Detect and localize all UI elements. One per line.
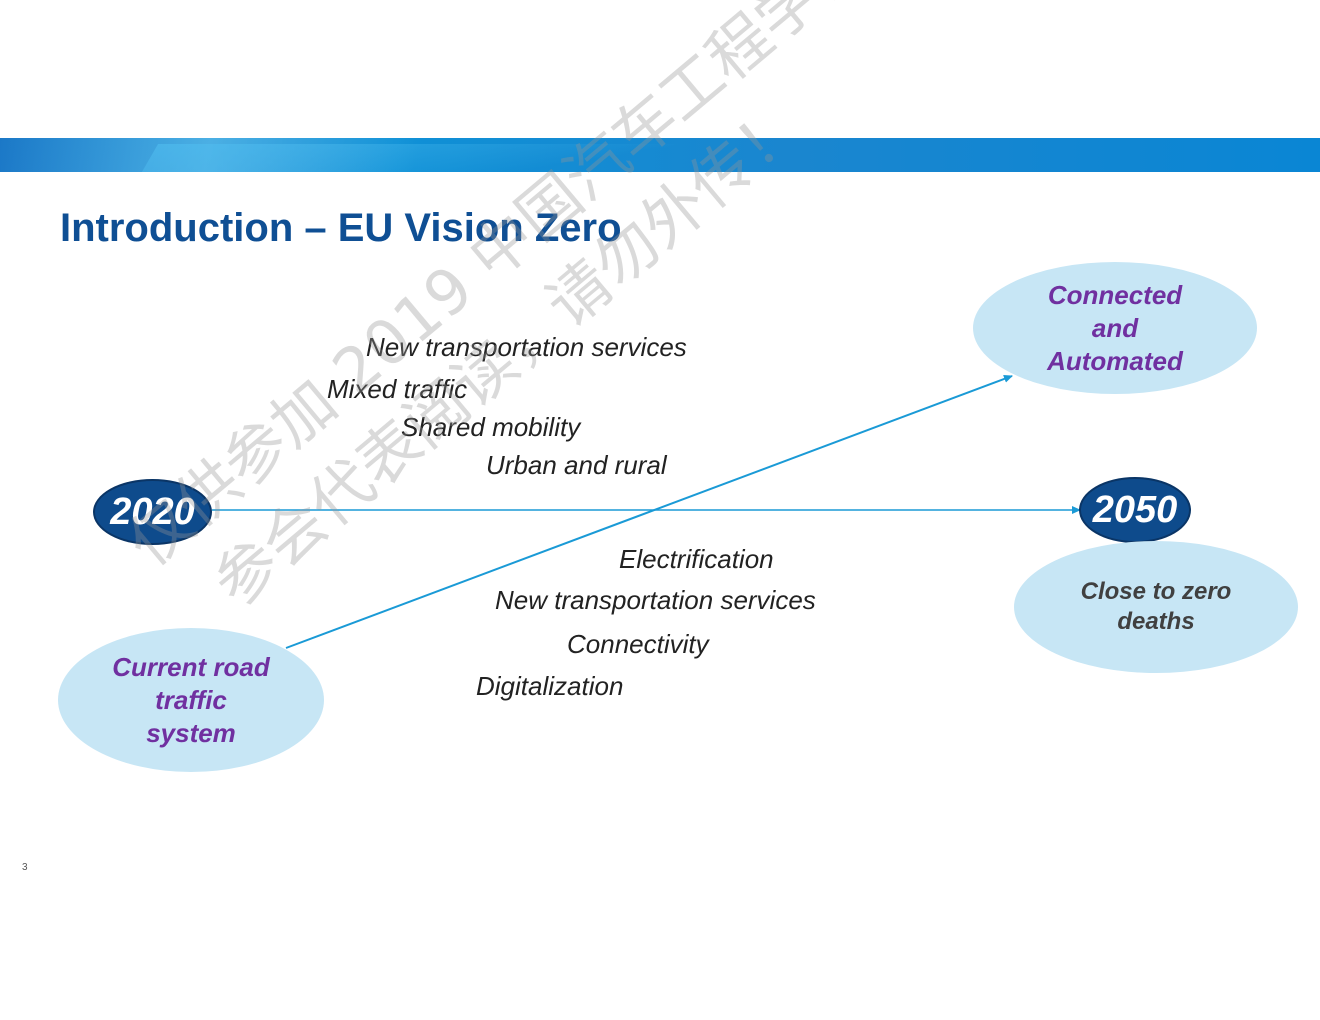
year-2020-badge: 2020 [93,479,212,545]
trend-label: Electrification [619,544,774,574]
start-year-label: 2020 [110,490,195,533]
trend-label: New transportation services [495,585,816,615]
trend-label: Shared mobility [401,412,581,442]
year-2050-badge: 2050 [1079,477,1191,543]
current-system-line: Current road [112,651,270,682]
trend-label: Mixed traffic [327,374,468,404]
trend-label: Connectivity [567,629,709,659]
end-year-label: 2050 [1092,488,1178,531]
transition-arrow [285,375,1013,649]
current-system-line: system [146,717,236,748]
connected-line: Connected [1047,279,1183,310]
connected-line: and [1091,312,1139,343]
header-banner [0,138,1320,172]
close-to-zero-oval: Close to zero deaths [1014,541,1298,673]
connected-line: Automated [1047,345,1183,376]
zero-deaths-line: deaths [1117,608,1195,635]
trend-label: Digitalization [476,671,624,701]
current-system-oval: Current road traffic system [58,628,324,772]
current-system-line: traffic [155,684,227,715]
trend-label: Urban and rural [486,450,667,480]
trend-label: New transportation services [366,332,687,362]
zero-deaths-line: Close to zero [1080,578,1232,605]
page-title: Introduction – EU Vision Zero [60,206,622,250]
connected-automated-oval: Connected and Automated [973,262,1257,394]
page-number: 3 [22,862,28,873]
